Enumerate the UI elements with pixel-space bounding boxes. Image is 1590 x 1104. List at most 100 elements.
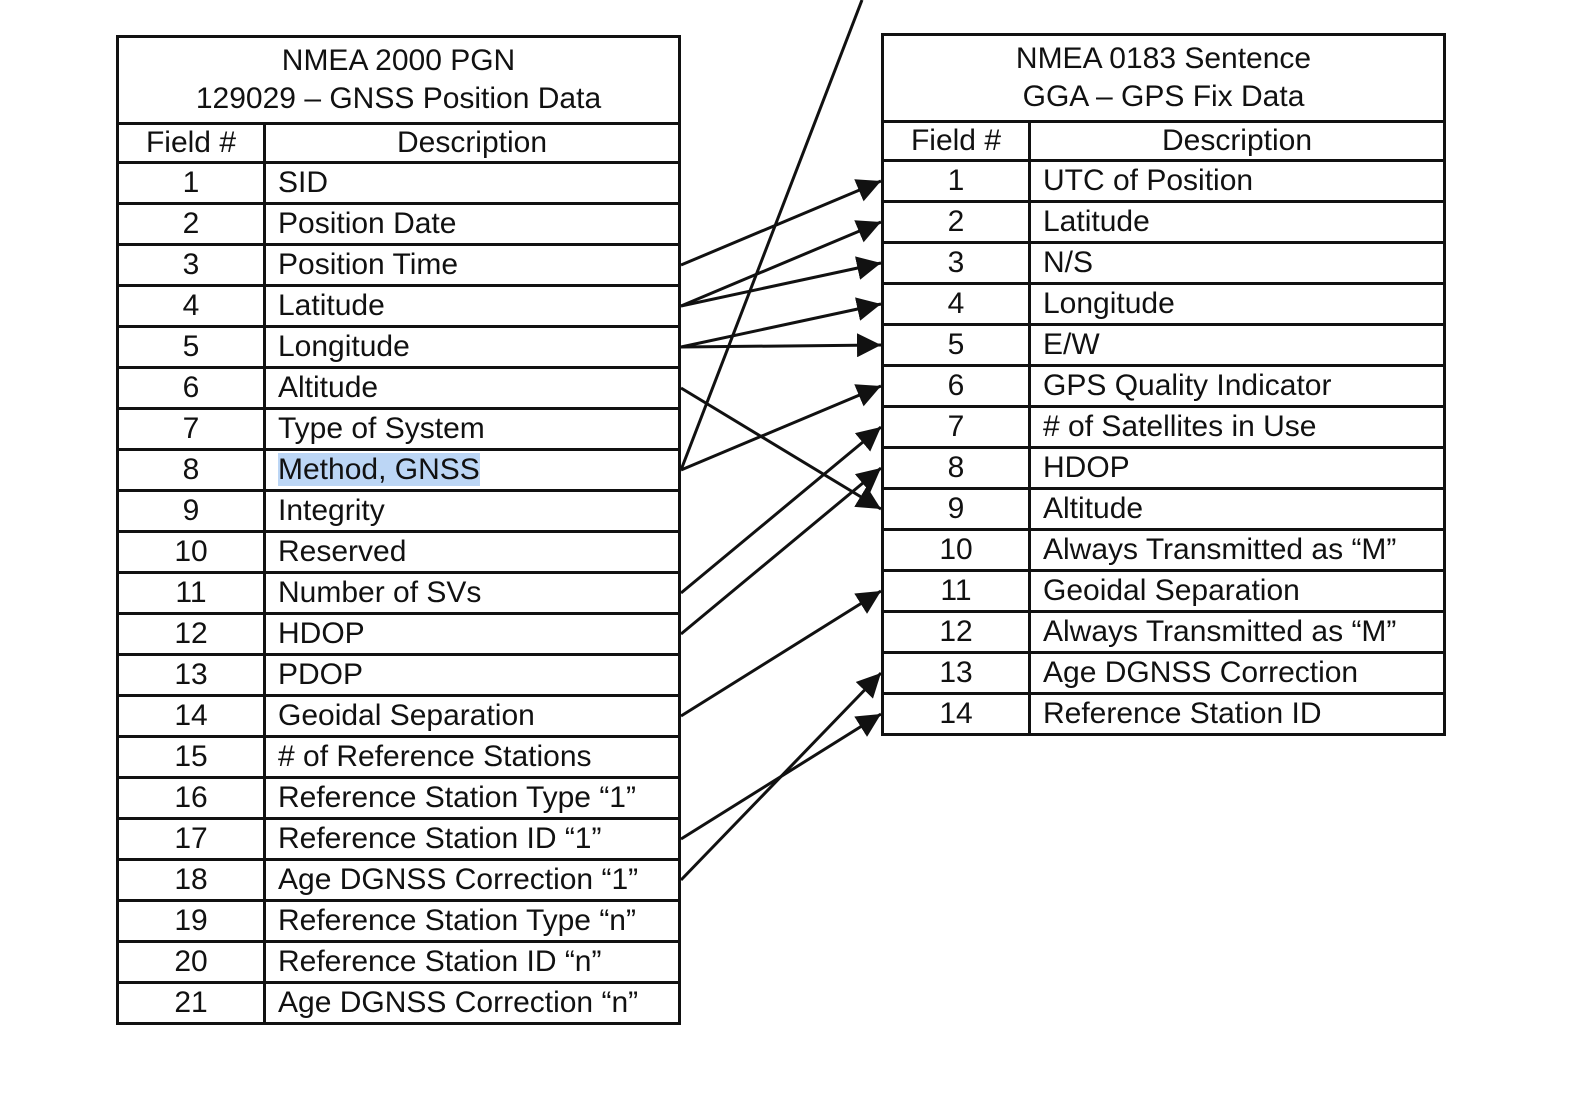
right-field-description: UTC of Position (1027, 159, 1447, 203)
right-description-text: GPS Quality Indicator (1043, 369, 1332, 402)
left-description-text: Type of System (278, 412, 485, 445)
left-description-text: Number of SVs (278, 576, 482, 609)
left-description-text: Reference Station Type “n” (278, 904, 636, 937)
left-field-description: PDOP (263, 653, 681, 697)
stray-connector-line (679, 0, 864, 471)
left-field-description: Method, GNSS (263, 448, 681, 492)
left-row: 20 Reference Station ID “n” (116, 940, 681, 984)
left-row: 14 Geoidal Separation (116, 694, 681, 738)
left-description-text: SID (278, 166, 329, 199)
left-field-description: Reference Station Type “1” (263, 776, 681, 820)
left-field-number: 8 (116, 448, 266, 492)
left-field-description: Reserved (263, 530, 681, 574)
right-field-description: E/W (1027, 323, 1447, 367)
left-field-number: 11 (116, 571, 266, 615)
left-field-description: Reference Station ID “1” (263, 817, 681, 861)
mapping-arrow (679, 671, 883, 882)
left-field-description: Geoidal Separation (263, 694, 681, 738)
left-field-description: # of Reference Stations (263, 735, 681, 779)
right-field-number: 11 (881, 569, 1031, 613)
mapping-arrow (680, 384, 882, 472)
left-field-number: 17 (116, 817, 266, 861)
left-description-text: Age DGNSS Correction “1” (278, 863, 639, 896)
left-field-number: 14 (116, 694, 266, 738)
left-field-number: 9 (116, 489, 266, 533)
left-description-text: Latitude (278, 289, 385, 322)
left-description-text: Reserved (278, 535, 407, 568)
mapping-arrow (680, 297, 882, 349)
left-title-line2: 129029 – GNSS Position Data (195, 82, 602, 115)
left-description-text: Reference Station Type “1” (278, 781, 636, 814)
right-field-description: Latitude (1027, 200, 1447, 244)
left-row: 17 Reference Station ID “1” (116, 817, 681, 861)
left-description-text: Position Date (278, 207, 457, 240)
left-field-description: Longitude (263, 325, 681, 369)
left-row: 11 Number of SVs (116, 571, 681, 615)
left-table-title: NMEA 2000 PGN 129029 – GNSS Position Dat… (116, 35, 681, 125)
right-row: 9 Altitude (881, 487, 1447, 531)
left-description-text-selected: Method, GNSS (278, 453, 480, 486)
left-description-text: Age DGNSS Correction “n” (278, 986, 639, 1019)
right-field-description: Longitude (1027, 282, 1447, 326)
right-field-number: 3 (881, 241, 1031, 285)
mapping-arrow (680, 220, 882, 308)
nmea2000-pgn-table: NMEA 2000 PGN 129029 – GNSS Position Dat… (116, 35, 681, 1025)
left-field-description: Reference Station Type “n” (263, 899, 681, 943)
right-field-description: Always Transmitted as “M” (1027, 610, 1447, 654)
left-description-text: Integrity (278, 494, 385, 527)
left-field-number: 12 (116, 612, 266, 656)
left-description-text: PDOP (278, 658, 364, 691)
left-field-number: 1 (116, 161, 266, 205)
left-description-text: Reference Station ID “n” (278, 945, 602, 978)
right-description-text: Always Transmitted as “M” (1043, 615, 1397, 648)
left-description-text: Altitude (278, 371, 379, 404)
right-field-number: 6 (881, 364, 1031, 408)
right-field-number: 4 (881, 282, 1031, 326)
left-field-header: Field # (116, 122, 266, 164)
right-field-number: 2 (881, 200, 1031, 244)
right-field-description: # of Satellites in Use (1027, 405, 1447, 449)
left-field-number: 20 (116, 940, 266, 984)
right-field-description: Reference Station ID (1027, 692, 1447, 736)
left-field-number: 3 (116, 243, 266, 287)
left-description-text: Position Time (278, 248, 459, 281)
right-table-title: NMEA 0183 Sentence GGA – GPS Fix Data (880, 33, 1447, 123)
left-field-description: Altitude (263, 366, 681, 410)
right-row: 6 GPS Quality Indicator (881, 364, 1447, 408)
mapping-arrow (680, 425, 882, 595)
right-field-number: 8 (881, 446, 1031, 490)
left-field-description: HDOP (263, 612, 681, 656)
left-field-description: Number of SVs (263, 571, 681, 615)
mapping-arrow (680, 386, 882, 511)
left-field-description: Position Date (263, 202, 681, 246)
left-field-number: 6 (116, 366, 266, 410)
left-field-number: 5 (116, 325, 266, 369)
right-description-text: UTC of Position (1043, 164, 1254, 197)
left-row: 9 Integrity (116, 489, 681, 533)
right-field-description: Altitude (1027, 487, 1447, 531)
right-field-number: 10 (881, 528, 1031, 572)
right-description-text: E/W (1043, 328, 1100, 361)
right-title-line2: GGA – GPS Fix Data (1022, 80, 1305, 113)
mapping-arrow (680, 712, 882, 841)
right-description-text: Altitude (1043, 492, 1144, 525)
left-description-text: Reference Station ID “1” (278, 822, 602, 855)
mapping-arrow (680, 333, 882, 358)
left-field-description: Reference Station ID “n” (263, 940, 681, 984)
right-field-number: 13 (881, 651, 1031, 695)
left-description-text: Geoidal Separation (278, 699, 535, 732)
right-field-number: 9 (881, 487, 1031, 531)
right-description-text: Age DGNSS Correction (1043, 656, 1359, 689)
left-field-description: Age DGNSS Correction “1” (263, 858, 681, 902)
